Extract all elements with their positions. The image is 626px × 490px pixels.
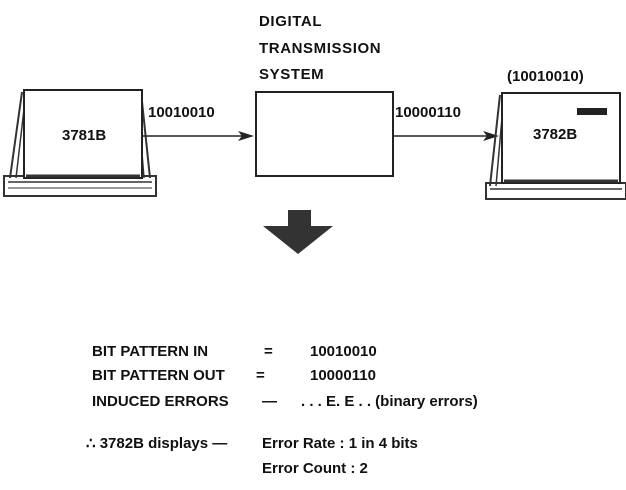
induced-errors-label: INDUCED ERRORS [92,393,229,410]
error-rate-text: Error Rate : 1 in 4 bits [262,435,418,452]
transmission-system-box [255,91,394,177]
receiver-model-label: 3782B [533,126,578,143]
bit-pattern-out-value: 10000110 [310,367,376,384]
received-pattern-label: (10010010) [507,68,584,85]
link-out-label: 10000110 [395,104,461,121]
bit-pattern-in-value: 10010010 [310,343,377,360]
system-title-line-3: SYSTEM [259,66,325,83]
conclusion-prefix: ∴ 3782B displays — [86,435,228,452]
bit-pattern-in-sep: = [264,343,273,360]
bit-pattern-out-label: BIT PATTERN OUT [92,367,225,384]
arrow-to-system [143,131,254,141]
link-in-label: 10010010 [148,104,215,121]
arrow-to-receiver [393,131,499,141]
bit-pattern-out-sep: = [256,367,265,384]
induced-errors-sep: — [262,393,277,410]
transmitter-unit [3,89,157,197]
bit-pattern-in-label: BIT PATTERN IN [92,343,209,360]
error-count-text: Error Count : 2 [262,460,368,477]
system-title-line-2: TRANSMISSION [259,40,382,57]
receiver-unit [485,92,626,200]
down-arrow [263,210,333,254]
transmitter-model-label: 3781B [62,127,107,144]
system-title-line-1: DIGITAL [259,13,323,30]
induced-errors-value: . . . E. E . . (binary errors) [301,393,478,410]
error-indicator-lamp [577,108,607,115]
